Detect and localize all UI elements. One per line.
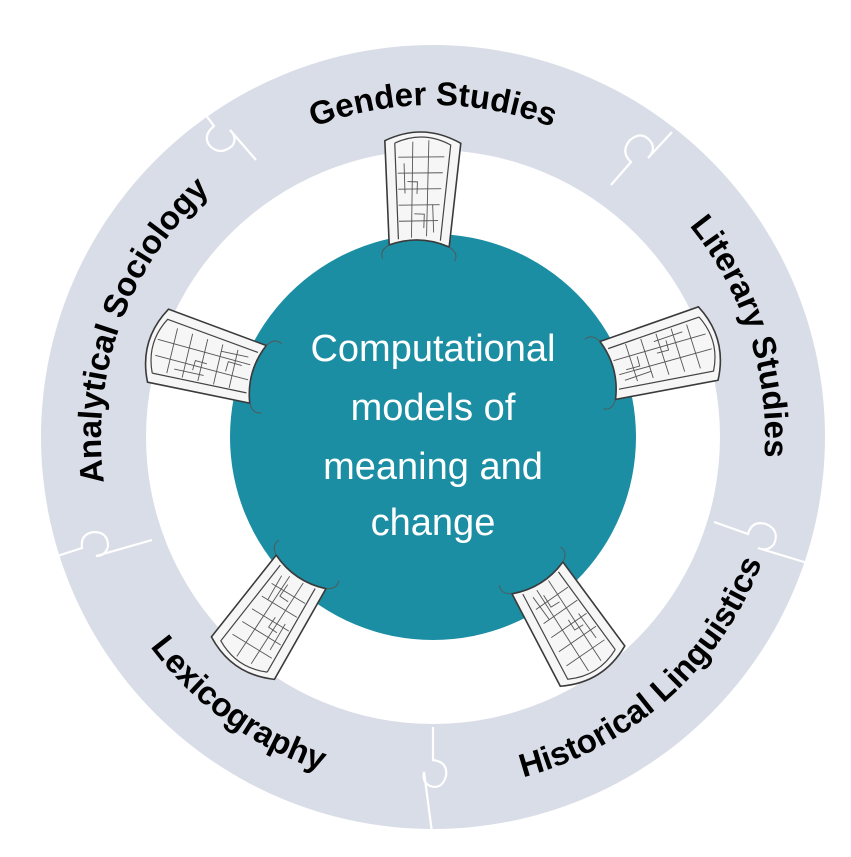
center-line-3: meaning and [323, 446, 543, 488]
puzzle-divider-right [713, 520, 825, 570]
puzzle-divider-bottom [422, 727, 448, 841]
puzzle-dividers [44, 101, 825, 841]
puzzle-divider-top-right [610, 131, 673, 186]
center-circle [230, 234, 636, 640]
center-line-1: Computational [310, 328, 555, 370]
center-line-4: change [371, 502, 496, 544]
center-title: Computational models of meaning and chan… [310, 328, 555, 544]
center-line-2: models of [351, 387, 516, 429]
puzzle-divider-left [44, 530, 153, 562]
puzzle-divider-top-left [195, 101, 257, 161]
